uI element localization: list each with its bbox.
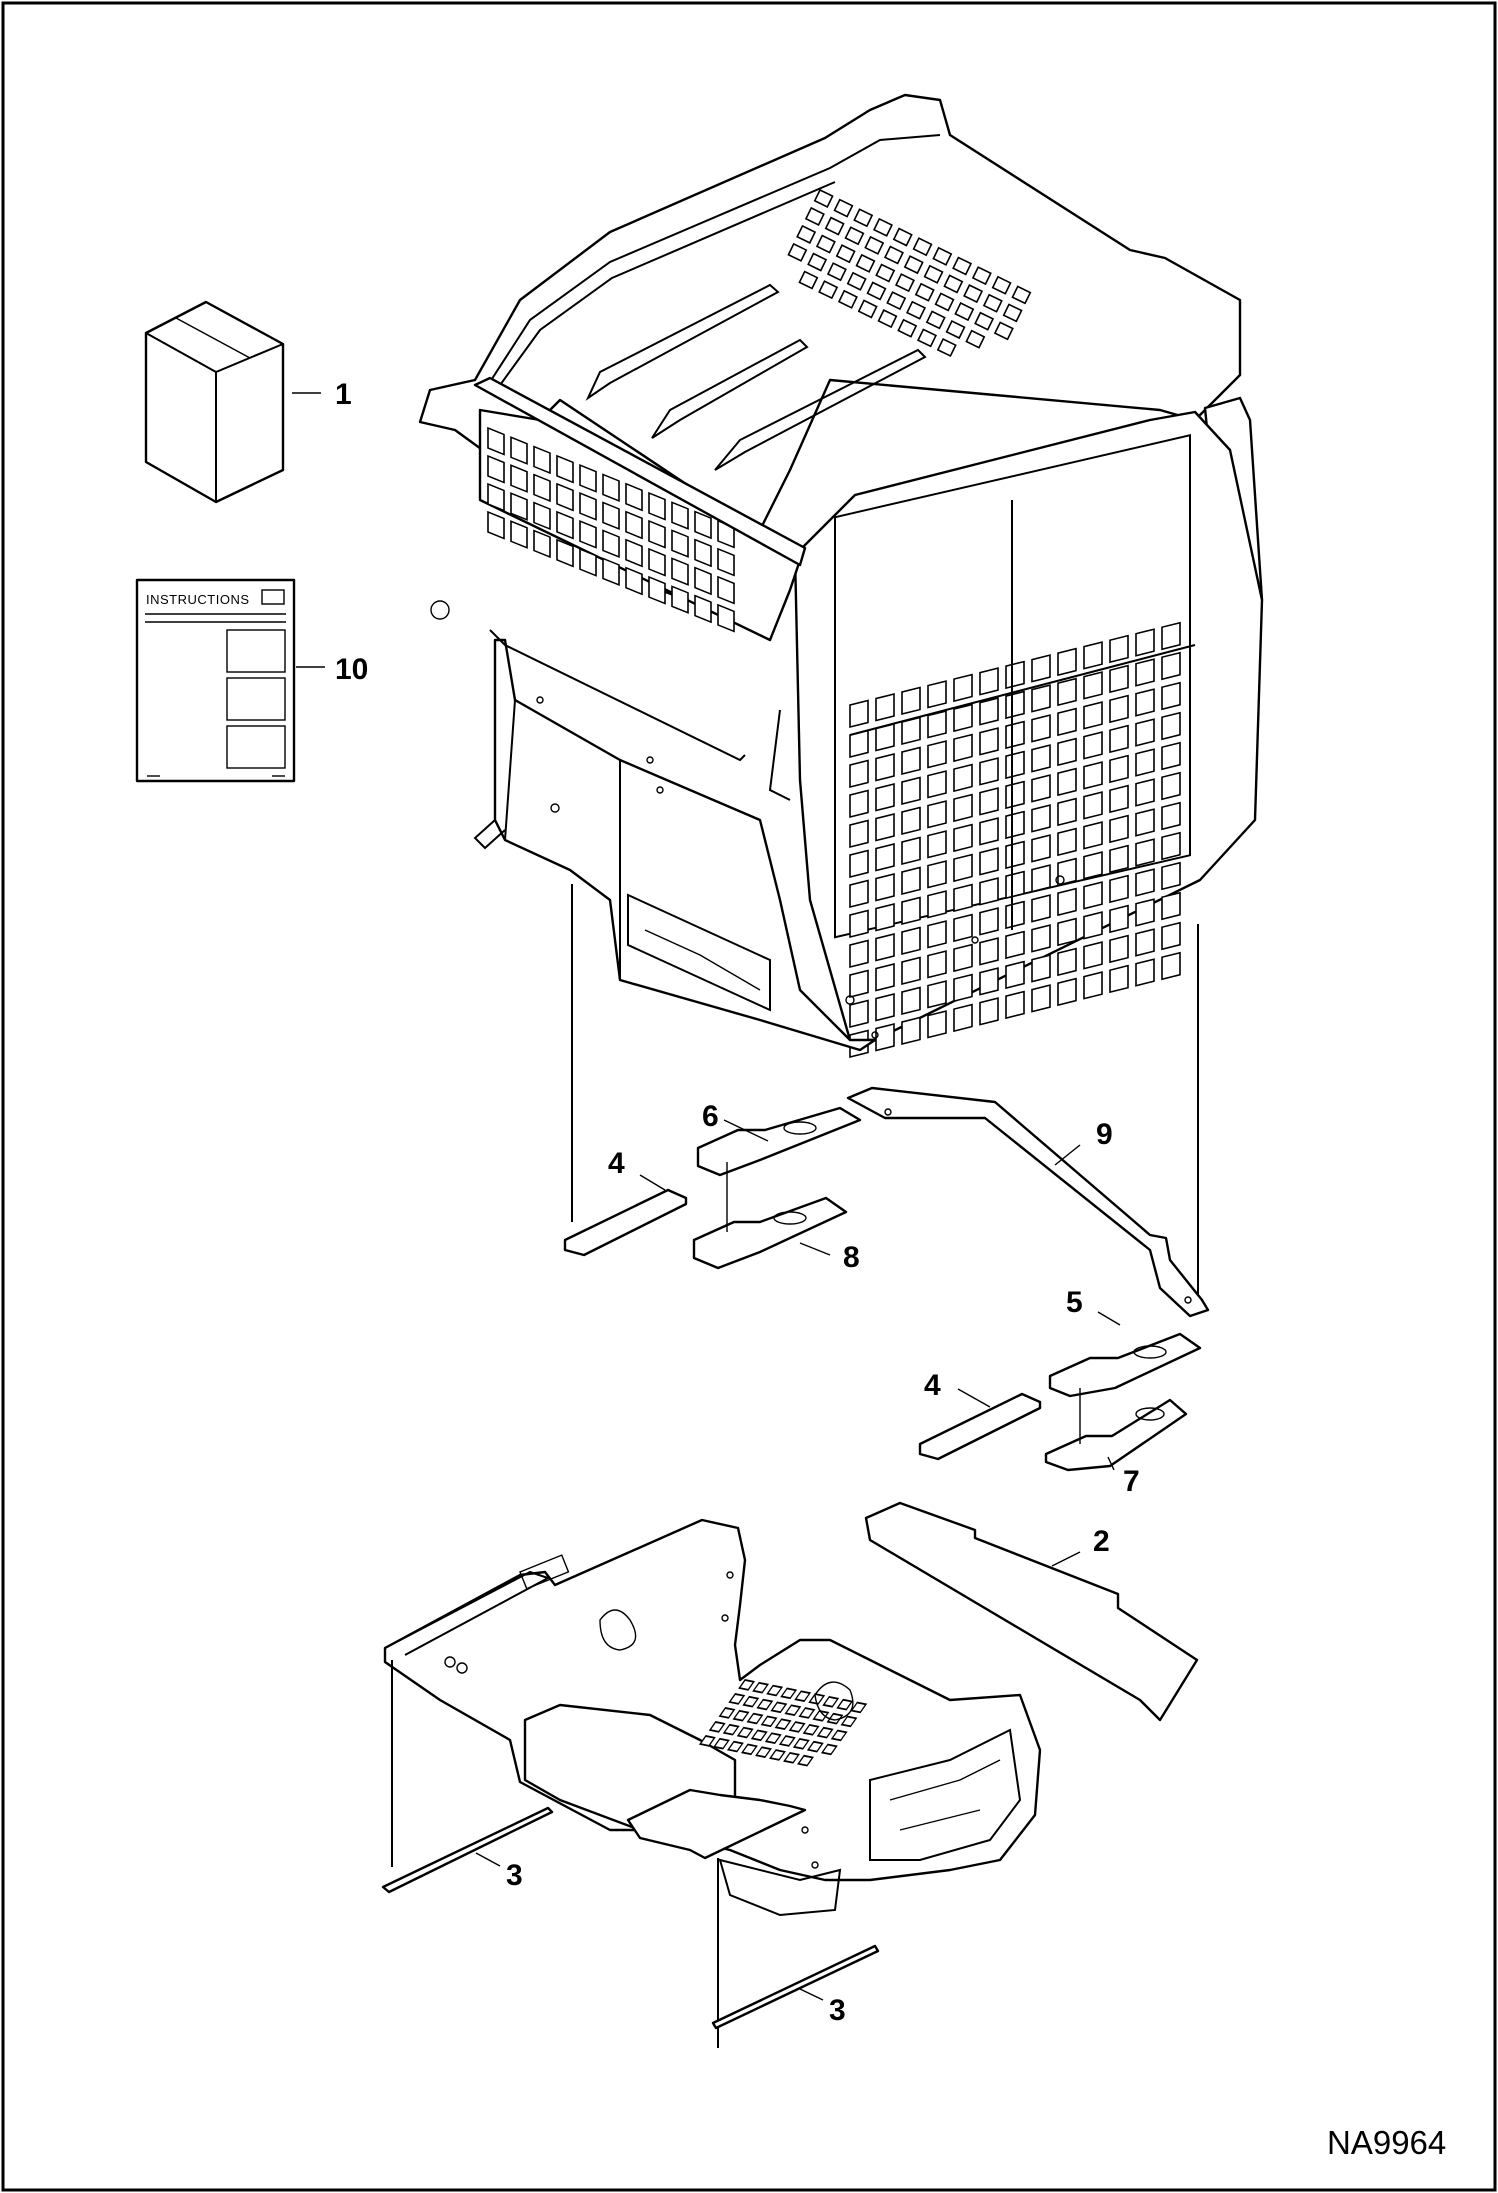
- leader-9: [1054, 1144, 1081, 1166]
- callout-1: 1: [335, 378, 352, 411]
- leader-4b: [957, 1388, 991, 1408]
- leader-6: [723, 1119, 769, 1142]
- leader-7: [1107, 1456, 1115, 1471]
- callout-2: 2: [1093, 1525, 1110, 1558]
- part-3-strip-upper: [381, 1806, 554, 1894]
- part-8-shim: [692, 1196, 848, 1270]
- part-7-shim: [1044, 1398, 1188, 1472]
- part-5-shim: [1048, 1332, 1202, 1398]
- leader-5: [1097, 1311, 1121, 1326]
- document-id: NA9964: [1327, 2124, 1446, 2161]
- part-2-floor-mat: [864, 1501, 1199, 1722]
- part-9-bracket: [846, 1086, 1210, 1318]
- part-1-box: [144, 300, 285, 504]
- part-6-shim: [696, 1106, 862, 1177]
- part-4-strip-upper: [563, 1188, 688, 1257]
- leader-2: [1051, 1551, 1081, 1567]
- leader-8: [799, 1242, 831, 1256]
- callout-9: 9: [1096, 1118, 1113, 1151]
- part-3-strip-lower: [711, 1944, 880, 2030]
- leader-4a: [639, 1174, 666, 1191]
- callout-4b: 4: [924, 1369, 941, 1402]
- callout-7: 7: [1123, 1465, 1140, 1498]
- cab-assembly: [418, 93, 1264, 1058]
- callout-4a: 4: [608, 1147, 625, 1180]
- leader-3b: [799, 1988, 824, 2001]
- callout-3a: 3: [506, 1859, 523, 1892]
- part-10-instructions: INSTRUCTIONS: [135, 578, 296, 783]
- instructions-label: INSTRUCTIONS: [146, 592, 250, 607]
- callout-10: 10: [335, 653, 368, 686]
- callout-3b: 3: [829, 1994, 846, 2027]
- callout-8: 8: [843, 1241, 860, 1274]
- leader-3a: [475, 1852, 501, 1867]
- callout-6: 6: [702, 1100, 719, 1133]
- part-4-strip-lower: [918, 1392, 1042, 1461]
- callout-5: 5: [1066, 1286, 1083, 1319]
- floor-pan-assembly: [383, 1518, 1042, 1917]
